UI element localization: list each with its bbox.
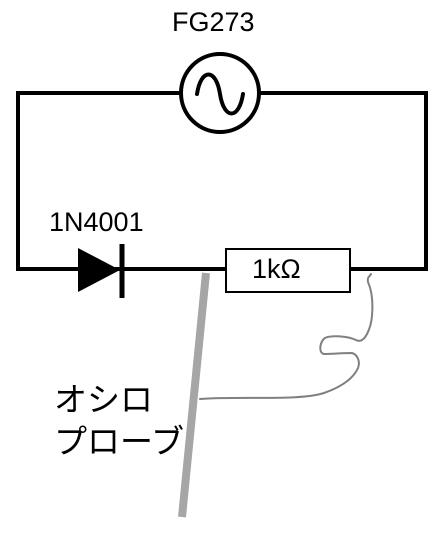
resistor-label: 1kΩ (252, 254, 301, 284)
resistor-body (225, 248, 351, 293)
side-wires (16, 91, 428, 271)
diode-triangle (78, 248, 120, 292)
probe-label-line2: プローブ (54, 422, 185, 461)
diode-label: 1N4001 (49, 207, 144, 237)
generator-label: FG273 (172, 7, 255, 37)
probe-label-line1: オシロ (54, 380, 153, 419)
function-generator (179, 52, 261, 134)
oscilloscope-probe (178, 272, 210, 518)
diode-icon (78, 244, 125, 298)
sine-wave-icon (195, 72, 245, 116)
probe-ground-clip (199, 273, 374, 400)
